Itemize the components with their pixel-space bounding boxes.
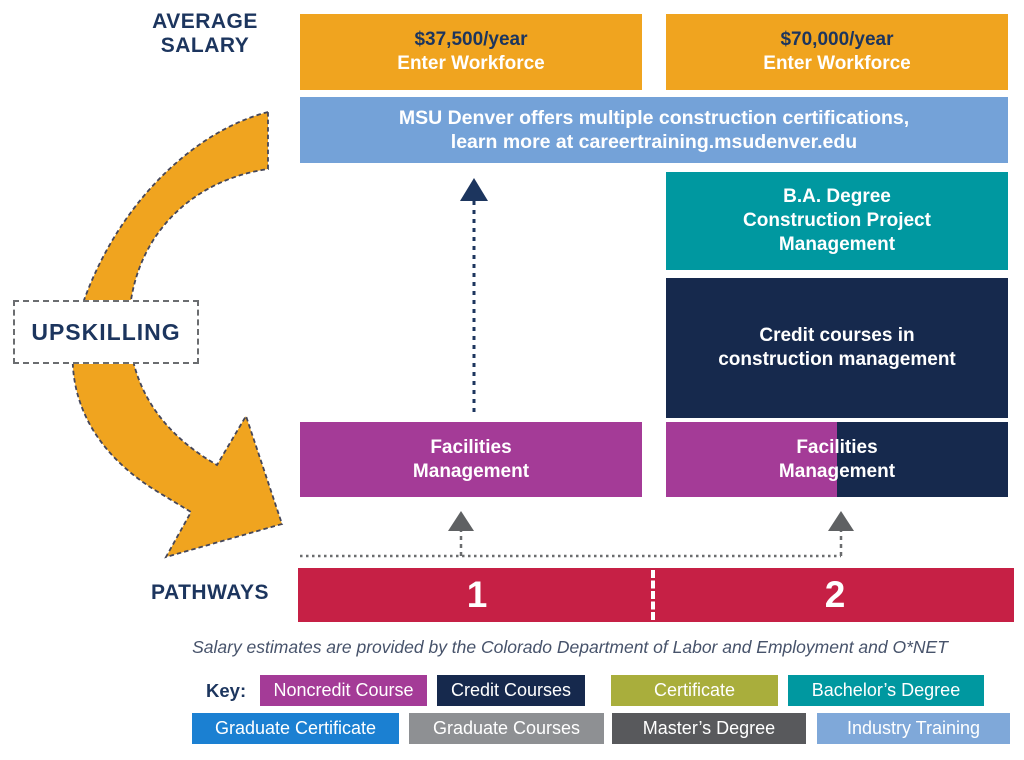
pathways-bar: 1 2 (298, 568, 1014, 622)
key-bachelors-degree: Bachelor’s Degree (788, 675, 984, 706)
enter-workforce-label: Enter Workforce (763, 53, 911, 74)
key-certificate: Certificate (611, 675, 778, 706)
salary-source-footnote: Salary estimates are provided by the Col… (192, 637, 948, 657)
pathway-1-number: 1 (466, 574, 488, 615)
average-salary-label: AVERAGE SALARY (152, 10, 258, 58)
salary-box-pathway1: $37,500/year Enter Workforce (300, 14, 642, 90)
key-graduate-courses: Graduate Courses (409, 713, 604, 744)
key-noncredit-course: Noncredit Course (260, 675, 427, 706)
upskilling-label-box: UPSKILLING (13, 300, 199, 364)
pathway-2-number: 2 (824, 574, 846, 615)
key-credit-courses: Credit Courses (437, 675, 585, 706)
key-label: Key: (206, 680, 247, 701)
salary-amount: $37,500/year (414, 29, 528, 51)
salary-amount: $70,000/year (780, 29, 894, 51)
enter-workforce-label: Enter Workforce (397, 53, 545, 74)
navy-arrowhead-icon (460, 178, 488, 201)
salary-box-pathway2: $70,000/year Enter Workforce (666, 14, 1008, 90)
pathways-label: PATHWAYS (151, 581, 269, 604)
ba-degree-box: B.A. Degree Construction Project Managem… (666, 172, 1008, 270)
key-masters-degree: Master’s Degree (612, 713, 806, 744)
pathway2-arrowhead-icon (828, 511, 854, 531)
key-industry-training: Industry Training (817, 713, 1010, 744)
msu-certifications-banner: MSU Denver offers multiple construction … (300, 97, 1008, 163)
facilities-management-box-pathway2: Facilities Management (666, 422, 1008, 497)
pathway1-arrowhead-icon (448, 511, 474, 531)
upskilling-label: UPSKILLING (31, 318, 181, 345)
pathway-divider (651, 570, 655, 620)
credit-courses-box: Credit courses in construction managemen… (666, 278, 1008, 418)
facilities-management-box-pathway1: Facilities Management (300, 422, 642, 497)
key-graduate-certificate: Graduate Certificate (192, 713, 399, 744)
